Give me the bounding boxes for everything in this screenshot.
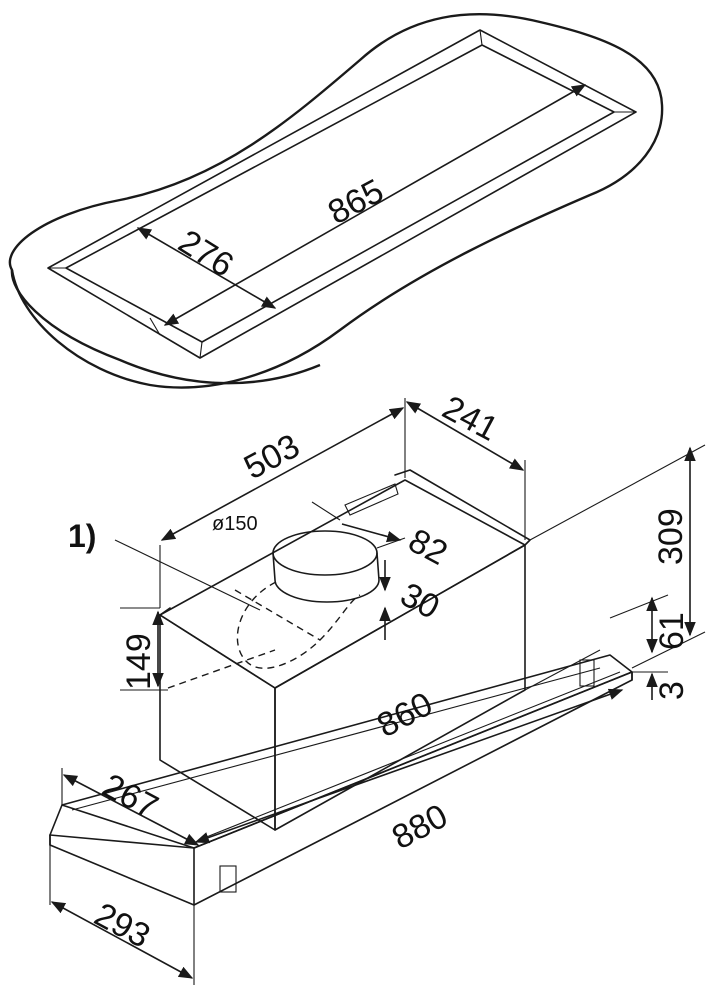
duct-collar-top — [272, 530, 378, 576]
dim-outer-depth-label: 293 — [88, 896, 156, 956]
dim-duct-diameter-label: ø150 — [212, 513, 258, 535]
dim-duct-offset-arrow — [341, 523, 402, 543]
box-front-face — [159, 614, 276, 831]
dim-cutout-width-arrow — [136, 227, 277, 309]
panel-edge — [10, 269, 321, 385]
dim-cutout-width-label: 276 — [172, 223, 240, 285]
hood-drawing: 1) 503 241 309 61 3 ø150 82 30 — [49, 389, 706, 985]
dim-box-depth-label: 241 — [436, 389, 504, 449]
dim-box-depth-arrow — [405, 401, 525, 471]
dim-frame-height-label: 61 — [653, 612, 691, 650]
dim-motor-length-label: 860 — [371, 685, 439, 745]
dim-outer-length-label: 880 — [386, 797, 454, 857]
duct-hidden — [236, 581, 361, 669]
box-side-face — [274, 544, 526, 831]
dim-duct-offset-label: 82 — [402, 522, 453, 573]
dim-frame-thickness-label: 3 — [653, 681, 691, 700]
dim-duct-height-label: 30 — [394, 576, 445, 627]
dim-box-length-label: 503 — [238, 427, 306, 487]
dim-cutout-length-label: 865 — [322, 172, 390, 232]
dim-inner-depth-label: 267 — [96, 767, 164, 827]
dim-outer-length-arrow — [194, 688, 624, 844]
ceiling-panel: 865 276 — [8, 13, 664, 389]
footnote-marker: 1) — [68, 518, 96, 554]
dim-height-label: 309 — [652, 508, 690, 565]
dim-inner-depth-arrow — [62, 774, 200, 846]
dim-box-height-label: 149 — [120, 633, 158, 690]
dim-box-length-arrow — [160, 407, 405, 541]
dim-outer-depth-arrow — [50, 901, 194, 979]
